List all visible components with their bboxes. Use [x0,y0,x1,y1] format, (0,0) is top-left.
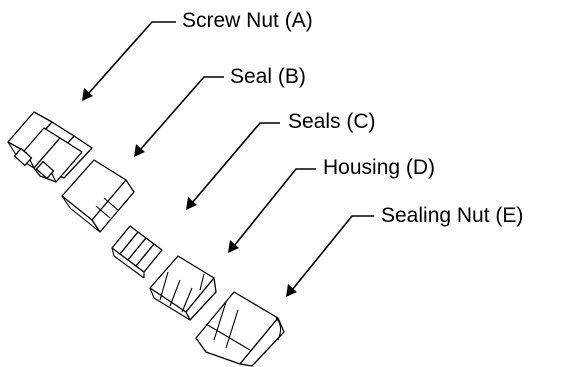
part-seals [111,225,163,279]
leader-sealing-nut [286,215,374,297]
leader-housing [228,168,316,253]
label-seals: Seals (C) [288,110,376,133]
part-seal [61,159,135,233]
leader-screw-nut [82,21,176,101]
part-screw-nut [7,111,93,183]
label-screw-nut: Screw Nut (A) [182,9,313,32]
label-housing: Housing (D) [323,156,436,179]
label-seal: Seal (B) [230,65,306,88]
label-sealing-nut: Sealing Nut (E) [381,204,524,227]
leader-seal [134,76,224,157]
part-housing [149,255,217,321]
leader-seals [186,122,280,210]
part-sealing-nut [195,291,285,367]
